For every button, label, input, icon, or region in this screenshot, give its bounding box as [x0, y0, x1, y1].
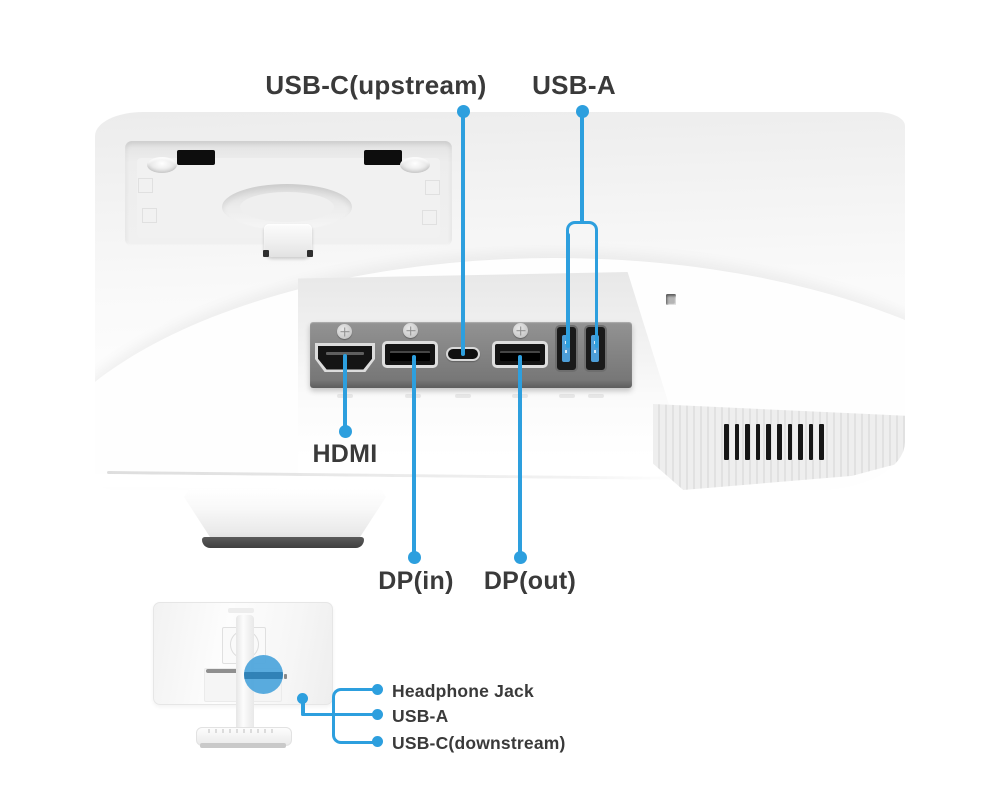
callout-fork-bracket [332, 688, 377, 744]
usb-a-side-label: USB-A [392, 705, 449, 726]
callout-dot [371, 684, 383, 695]
dp-out-label: DP(out) [483, 567, 577, 595]
monitor-back-panorama [95, 112, 905, 490]
screw-icon [403, 323, 418, 338]
callout-line [301, 697, 305, 715]
usb-a-label: USB-A [532, 70, 616, 100]
inset-base-shadow [200, 743, 286, 748]
port-marking [559, 394, 575, 398]
vesa-corner-mark [142, 208, 157, 223]
vesa-corner-mark [425, 180, 440, 195]
callout-dot [575, 104, 589, 118]
dp-in-port [382, 341, 438, 368]
callout-dot [371, 709, 383, 720]
inset-base-ticks [208, 729, 278, 733]
stand-release-clip [263, 224, 313, 257]
screw-icon [513, 323, 528, 338]
callout-line [412, 355, 416, 559]
port-marking [455, 394, 471, 398]
callout-dot [407, 551, 421, 564]
vesa-corner-mark [138, 178, 153, 193]
callout-dot [456, 104, 470, 118]
usb-c-upstream-label: USB-C(upstream) [265, 70, 487, 100]
inset-port-highlight-circle [244, 655, 283, 694]
dp-in-label: DP(in) [378, 567, 454, 595]
callout-line [580, 115, 584, 223]
usb-c-downstream-label: USB-C(downstream) [392, 732, 566, 753]
callout-fork-bracket [566, 221, 599, 235]
callout-line [594, 233, 599, 348]
headphone-jack-label: Headphone Jack [392, 681, 534, 701]
usb-a-port-1 [555, 325, 578, 372]
callout-line [518, 355, 522, 559]
kensington-lock-slot [666, 294, 676, 305]
inset-port-slot [206, 669, 241, 673]
callout-line [461, 115, 465, 356]
screw-hole-icon [400, 157, 430, 173]
callout-dot [513, 551, 527, 564]
screw-hole-icon [147, 157, 177, 173]
vesa-corner-mark [422, 210, 437, 225]
port-marking [588, 394, 604, 398]
vent-slots [724, 424, 825, 460]
vesa-mount-recess [125, 141, 452, 257]
stand-mount-recess [222, 184, 352, 230]
hdmi-label: HDMI [312, 440, 378, 468]
clip-notch [307, 250, 313, 257]
stand-mount-recess-center [240, 192, 334, 222]
screw-icon [337, 324, 352, 339]
inset-port-highlight-band [244, 672, 283, 679]
stand-hinge-base [202, 537, 364, 548]
vesa-slot [177, 150, 215, 165]
callout-line [301, 712, 378, 717]
inset-logo [228, 608, 254, 613]
callout-line [343, 354, 347, 434]
callout-dot [338, 425, 352, 438]
callout-dot [371, 736, 383, 747]
callout-line [566, 233, 570, 348]
clip-notch [263, 250, 269, 257]
inset-side-port-dot [284, 674, 287, 679]
stand-hinge-cover [184, 489, 386, 539]
vesa-slot [364, 150, 402, 165]
io-port-panel [310, 322, 632, 388]
